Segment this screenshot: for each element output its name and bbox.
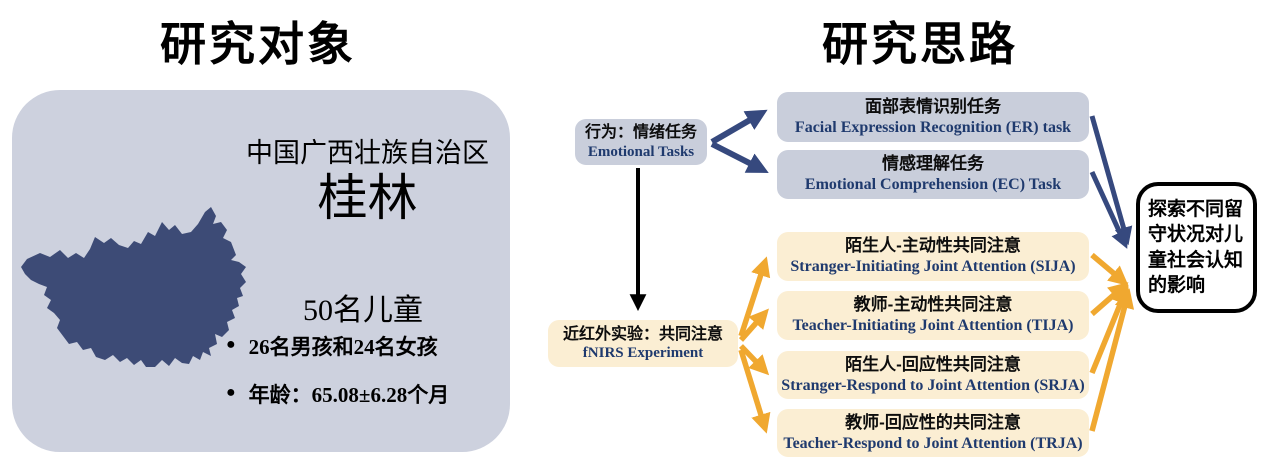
ec-task-label-en: Emotional Comprehension (EC) Task — [804, 176, 1062, 194]
trja-label-en: Teacher-Respond to Joint Attention (TRJA… — [783, 434, 1083, 452]
fnirs-experiment-box: 近红外实验：共同注意 fNIRS Experiment — [548, 320, 738, 367]
fnirs-label-zh: 近红外实验：共同注意 — [562, 325, 723, 343]
bullet-gender: ● 26名男孩和24名女孩 — [226, 331, 516, 361]
sample-bullets: ● 26名男孩和24名女孩 ● 年龄：65.08±6.28个月 — [226, 331, 516, 427]
tija-label-en: Teacher-Initiating Joint Attention (TIJA… — [792, 317, 1074, 335]
sija-label-en: Stranger-Initiating Joint Attention (SIJ… — [790, 258, 1076, 276]
arrow-trja-to-outcome — [1089, 288, 1135, 432]
bullet-icon: ● — [226, 384, 236, 401]
left-section-title: 研究对象 — [160, 18, 356, 70]
srja-task-box: 陌生人-回应性共同注意 Stranger-Respond to Joint At… — [777, 351, 1089, 399]
srja-label-zh: 陌生人-回应性共同注意 — [845, 354, 1021, 374]
arrow-fnirs-to-tija — [738, 308, 769, 342]
sija-label-zh: 陌生人-主动性共同注意 — [845, 236, 1021, 256]
arrow-ec-to-outcome — [1089, 170, 1128, 249]
behavior-tasks-label-zh: 行为：情绪任务 — [584, 124, 697, 142]
arrow-fnirs-to-trja — [738, 349, 771, 434]
arrow-fnirs-to-sija — [738, 256, 771, 337]
outcome-label: 探索不同留守状况对儿童社会认知的影响 — [1148, 198, 1244, 296]
arrow-behavior-to-ec — [710, 141, 769, 173]
trja-task-box: 教师-回应性的共同注意 Teacher-Respond to Joint Att… — [777, 409, 1089, 457]
arrow-sija-to-outcome — [1090, 252, 1129, 286]
bullet-age-label: 年龄：65.08±6.28个月 — [248, 383, 450, 407]
region-text: 中国广西壮族自治区 桂林 — [225, 138, 510, 226]
er-task-label-zh: 面部表情识别任务 — [865, 96, 1001, 116]
city-name: 桂林 — [317, 170, 418, 227]
arrow-fnirs-to-srja — [739, 344, 770, 376]
outcome-box: 探索不同留守状况对儿童社会认知的影响 — [1136, 182, 1257, 313]
children-count: 50名儿童 — [303, 294, 423, 327]
tija-task-box: 教师-主动性共同注意 Teacher-Initiating Joint Atte… — [777, 291, 1089, 340]
arrow-er-to-outcome — [1089, 115, 1133, 246]
bullet-icon: ● — [226, 336, 236, 353]
behavior-tasks-box: 行为：情绪任务 Emotional Tasks — [575, 119, 707, 165]
guangxi-map-icon — [21, 207, 246, 367]
trja-label-zh: 教师-回应性的共同注意 — [845, 412, 1021, 432]
sija-task-box: 陌生人-主动性共同注意 Stranger-Initiating Joint At… — [777, 232, 1089, 281]
bullet-gender-label: 26名男孩和24名女孩 — [248, 335, 438, 359]
region-name: 中国广西壮族自治区 — [246, 138, 489, 168]
arrow-tija-to-outcome — [1090, 282, 1129, 317]
ec-task-box: 情感理解任务 Emotional Comprehension (EC) Task — [777, 150, 1089, 199]
tija-label-zh: 教师-主动性共同注意 — [853, 295, 1013, 315]
ec-task-label-zh: 情感理解任务 — [882, 154, 984, 174]
srja-label-en: Stranger-Respond to Joint Attention (SRJ… — [781, 376, 1085, 394]
right-section-title: 研究思路 — [822, 18, 1018, 70]
arrow-behavior-to-er — [710, 109, 768, 145]
arrow-srja-to-outcome — [1089, 284, 1130, 375]
er-task-label-en: Facial Expression Recognition (ER) task — [794, 118, 1072, 136]
er-task-box: 面部表情识别任务 Facial Expression Recognition (… — [777, 92, 1089, 142]
bullet-age: ● 年龄：65.08±6.28个月 — [226, 379, 516, 409]
fnirs-label-en: fNIRS Experiment — [582, 345, 704, 362]
behavior-tasks-label-en: Emotional Tasks — [587, 143, 695, 160]
